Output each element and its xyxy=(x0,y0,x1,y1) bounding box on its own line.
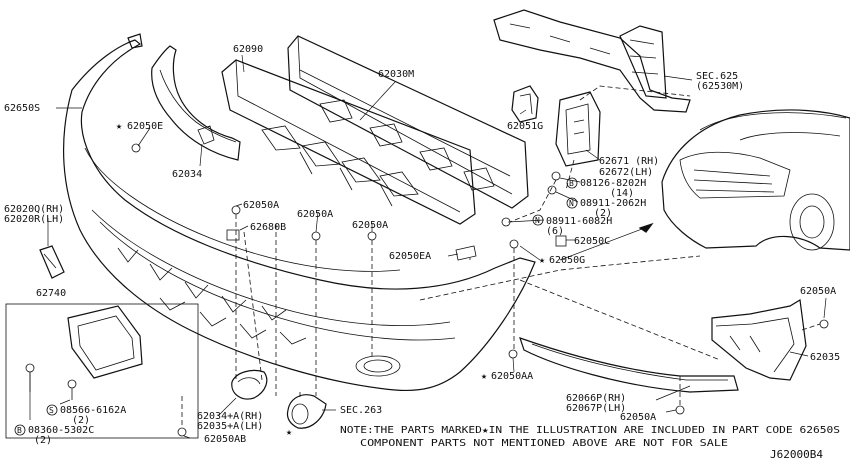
side-bracket-62020q xyxy=(39,245,65,279)
star-marker-62050g: ★ xyxy=(539,255,545,266)
label-08566: 08566-6162A xyxy=(60,405,126,416)
label-62051g: 62051G xyxy=(507,121,543,132)
circle-n-marker: N xyxy=(569,199,574,208)
front-bumper-fascia xyxy=(63,33,536,392)
front-frame-sec625 xyxy=(493,9,691,113)
label-62050e: 62050E xyxy=(127,121,163,132)
label-62034a: 62034+A(RH) xyxy=(197,411,263,422)
label-62090: 62090 xyxy=(233,44,263,55)
leader-lines xyxy=(29,54,827,439)
diagram-code: J62000B4 xyxy=(770,448,823,461)
note-line-2: COMPONENT PARTS NOT MENTIONED ABOVE ARE … xyxy=(360,438,728,449)
label-08126: 08126-8202H xyxy=(580,178,646,189)
footer-note: NOTE:THE PARTS MARKED★IN THE ILLUSTRATIO… xyxy=(340,425,840,461)
label-62066p: 62066P(RH) xyxy=(566,393,626,404)
label-62672: 62672(LH) xyxy=(599,167,653,178)
label-08566-qty: (2) xyxy=(72,415,90,426)
label-sec263: SEC.263 xyxy=(340,405,382,416)
circle-b-marker-2: B xyxy=(17,426,22,435)
circle-b-marker: B xyxy=(569,179,574,188)
label-62030m: 62030M xyxy=(378,69,414,80)
lower-spoiler-62066p xyxy=(519,337,739,393)
bumper-reinforcement-62030m xyxy=(287,35,529,209)
label-sec625: SEC.625 xyxy=(696,71,738,82)
corner-bracket-62035 xyxy=(711,299,807,381)
label-62020q: 62020Q(RH) xyxy=(4,204,64,215)
label-62050ab: 62050AB xyxy=(204,434,246,445)
note-line-1: NOTE:THE PARTS MARKED★IN THE ILLUSTRATIO… xyxy=(340,425,840,436)
label-62050a-2: 62050A xyxy=(297,209,333,220)
fog-lamp-bezel-62034a xyxy=(231,369,268,400)
label-62035: 62035 xyxy=(810,352,840,363)
side-bracket-62671 xyxy=(555,91,601,167)
circle-s-marker: S xyxy=(49,406,54,415)
star-marker-62050aa: ★ xyxy=(481,371,487,382)
label-62020r: 62020R(LH) xyxy=(4,214,64,225)
label-62050c: 62050C xyxy=(574,236,610,247)
part-labels: 62650S 62050E 62034 62090 62030M 62051G … xyxy=(4,44,840,446)
label-62680b: 62680B xyxy=(250,222,286,233)
mounting-bracket-62051g xyxy=(511,85,539,123)
label-08911-2062h-qty: (2) xyxy=(594,208,612,219)
label-sec625-sub: (62530M) xyxy=(696,81,744,92)
alignment-lines xyxy=(181,85,821,428)
label-62050ea: 62050EA xyxy=(389,251,431,262)
label-08126-qty: (14) xyxy=(610,188,634,199)
label-62034-top: 62034 xyxy=(172,169,202,180)
label-08360-qty: (2) xyxy=(34,435,52,446)
label-08911-6082h-qty: (6) xyxy=(546,226,564,237)
upper-bracket-62034 xyxy=(151,45,241,161)
label-08360: 08360-5302C xyxy=(28,425,94,436)
label-62035a: 62035+A(LH) xyxy=(197,421,263,432)
license-bracket-box xyxy=(5,303,199,439)
fog-lamp-sec263 xyxy=(286,394,327,429)
label-62050a-bottom: 62050A xyxy=(620,412,656,423)
label-62050a-3: 62050A xyxy=(352,220,388,231)
star-marker-62050e: ★ xyxy=(116,121,122,132)
label-62671: 62671 (RH) xyxy=(599,156,659,167)
circle-n-marker-2: N xyxy=(535,216,540,225)
label-62740: 62740 xyxy=(36,288,66,299)
label-08911-6082h: 08911-6082H xyxy=(546,216,612,227)
label-08911-2062h: 08911-2062H xyxy=(580,198,646,209)
marker-symbols: ★ ★ ★ ★ B N N S B xyxy=(14,121,578,438)
label-62050a-right: 62050A xyxy=(800,286,836,297)
vehicle-illustration xyxy=(661,109,850,251)
label-62050a-1: 62050A xyxy=(243,200,279,211)
label-62650s: 62650S xyxy=(4,103,40,114)
label-62050aa: 62050AA xyxy=(491,371,533,382)
label-62050g: 62050G xyxy=(549,255,585,266)
grille-support-62090 xyxy=(221,59,476,225)
label-62067p: 62067P(LH) xyxy=(566,403,626,414)
star-marker-note: ★ xyxy=(286,427,292,438)
